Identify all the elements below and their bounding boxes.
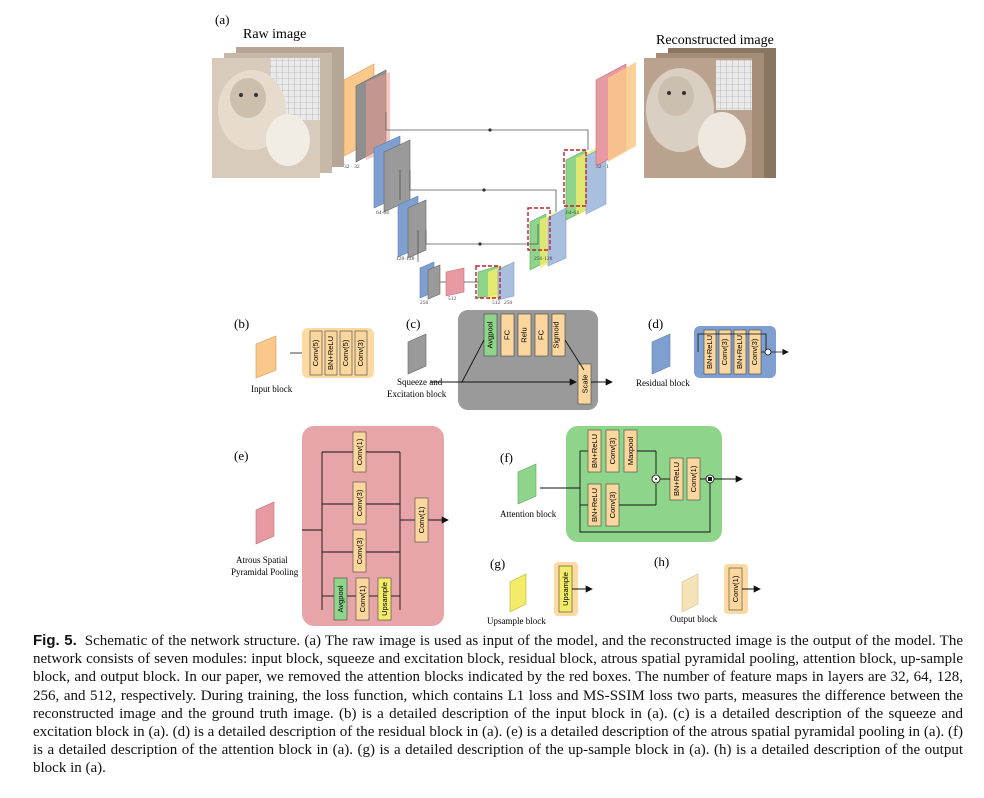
layer-label: Scale (581, 375, 590, 394)
layer-label: BN+ReLU (590, 434, 599, 468)
layer-label: FC (503, 329, 512, 340)
encoder-level-1 (343, 63, 390, 163)
layer-label: Conv(3) (355, 489, 364, 516)
layer-label: Conv(1) (358, 585, 367, 612)
aspp-layers: Conv(1) Conv(3) Conv(3) Avgpool Conv(1) … (333, 431, 429, 621)
layer-label: FC (537, 329, 546, 340)
layer-label: BN+ReLU (735, 335, 744, 369)
attention-block-panel (566, 426, 722, 542)
output-block-caption: Output block (670, 614, 718, 624)
dim-label: 256 (504, 300, 513, 306)
layer-label: Sigmoid (552, 321, 561, 348)
label-f: (f) (500, 450, 513, 465)
layer-label: Conv(3) (608, 491, 617, 518)
upsample-block-caption: Upsample block (487, 616, 546, 626)
se-block-caption-2: Excitation block (387, 389, 447, 399)
layer-label: BN+ReLU (672, 462, 681, 496)
aspp-panel (302, 426, 444, 626)
layer-label: Conv(3) (720, 338, 729, 365)
input-block-icon (255, 335, 277, 379)
layer-label: Avgpool (336, 585, 345, 612)
reconstructed-image-title: Reconstructed image (656, 33, 774, 48)
dim-label: 256·128 (534, 256, 553, 262)
aspp-caption-1: Atrous Spatial (236, 555, 288, 565)
label-h: (h) (654, 554, 669, 569)
encoder-level-2 (373, 135, 411, 213)
residual-block-icon (651, 333, 671, 375)
input-block-caption: Input block (251, 384, 293, 394)
label-a: (a) (215, 12, 229, 27)
dim-label: 32 · 1 (596, 164, 609, 170)
label-g: (g) (490, 556, 505, 571)
layer-label: Conv(3) (355, 537, 364, 564)
aspp-icon (255, 501, 275, 545)
input-block-layers: Conv(5) BN+ReLU Conv(5) Conv(3) (309, 330, 368, 376)
output-block-icon (681, 573, 699, 613)
layer-label: Avgpool (486, 321, 495, 348)
network-diagram: (a) Raw image Reconstructed image (212, 12, 789, 626)
layer-label: BN+ReLU (590, 488, 599, 522)
raw-image-title: Raw image (243, 27, 306, 42)
residual-block-caption: Residual block (636, 378, 690, 388)
layer-label: BN+ReLU (705, 335, 714, 369)
label-e: (e) (234, 448, 248, 463)
layer-label: BN+ReLU (326, 336, 335, 370)
layer-label: Conv(1) (689, 465, 698, 492)
encoder-level-3 (397, 195, 427, 259)
se-block-caption-1: Squeeze and (397, 377, 443, 387)
layer-label: Upsample (561, 572, 570, 606)
layer-label: Conv(3) (356, 339, 365, 366)
aspp-caption-2: Pyramidal Pooling (231, 567, 299, 577)
output-layer: Conv(1) (728, 567, 743, 611)
label-b: (b) (234, 316, 249, 331)
layer-label: Conv(3) (608, 437, 617, 464)
dim-label: 512 (448, 296, 457, 302)
caption-text: Schematic of the network structure. (a) … (33, 633, 963, 777)
layer-label: Conv(3) (750, 338, 759, 365)
se-layers: Avgpool FC Relu FC Sigmoid Scale (483, 313, 592, 405)
dim-label: 64·64 (376, 210, 389, 216)
upsample-block-icon (509, 573, 527, 613)
layer-label: Maxpool (626, 436, 635, 465)
layer-label: Conv(1) (355, 438, 364, 465)
decoder-level-1 (595, 62, 636, 167)
layer-label: Conv(5) (311, 339, 320, 366)
dim-label: 32 · 32 (344, 164, 360, 170)
dim-label: 128·128 (396, 256, 415, 262)
layer-label: Relu (520, 327, 529, 342)
se-block-icon (407, 333, 427, 375)
encoder-level-4 (419, 261, 441, 300)
layer-label: Conv(5) (341, 339, 350, 366)
bottleneck (445, 261, 515, 301)
figure-label: Fig. 5. (33, 632, 77, 649)
residual-layers: BN+ReLU Conv(3) BN+ReLU Conv(3) (703, 329, 762, 375)
figure-caption: Fig. 5.Schematic of the network structur… (33, 632, 963, 778)
upsample-layer: Upsample (558, 565, 573, 613)
label-d: (d) (648, 316, 663, 331)
dim-label: 64·64 (566, 210, 579, 216)
raw-image-stack (212, 47, 344, 178)
layer-label: Conv(1) (417, 506, 426, 533)
dim-label: 512 (492, 300, 501, 306)
dim-label: 256 (420, 300, 429, 306)
attention-block-icon (517, 463, 537, 505)
layer-label: Conv(1) (731, 575, 740, 602)
attention-block-caption: Attention block (500, 509, 557, 519)
layer-label: Upsample (380, 582, 389, 616)
label-c: (c) (406, 316, 420, 331)
reconstructed-image-stack (644, 48, 776, 178)
